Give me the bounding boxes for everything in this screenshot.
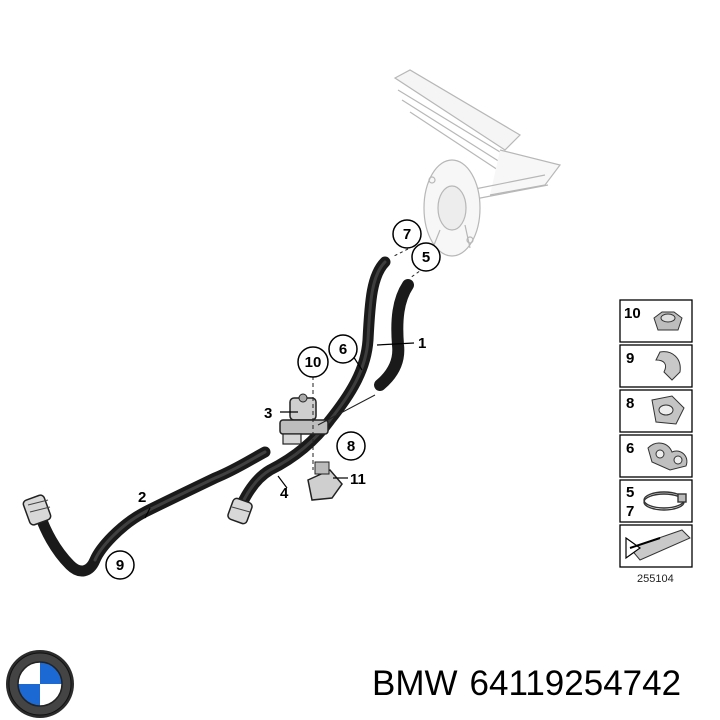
callout-2[interactable]: 2 (138, 489, 146, 506)
legend-row-8[interactable]: 8 (619, 389, 693, 433)
heater-core-outline (393, 69, 562, 257)
callout-6[interactable]: 6 (328, 334, 358, 364)
callout-10[interactable]: 10 (297, 346, 329, 378)
callout-9[interactable]: 9 (105, 550, 135, 580)
part-caption: BMW 64119254742 (372, 664, 681, 704)
callout-3[interactable]: 3 (264, 405, 272, 422)
svg-text:7: 7 (626, 503, 634, 520)
valve-assembly (279, 393, 329, 445)
svg-text:9: 9 (116, 557, 124, 574)
svg-text:7: 7 (403, 226, 411, 243)
svg-text:9: 9 (626, 350, 634, 367)
callout-4[interactable]: 4 (280, 485, 289, 502)
hex-nut-icon (653, 311, 683, 331)
brand-name: BMW (372, 664, 458, 703)
svg-text:6: 6 (339, 341, 347, 358)
double-clip-icon (647, 442, 688, 471)
legend-row-5-7[interactable]: 5 7 (619, 479, 693, 523)
svg-text:8: 8 (626, 395, 634, 412)
hose-clamp-icon (643, 491, 687, 511)
callout-7[interactable]: 7 (392, 219, 422, 249)
part-number: 64119254742 (469, 664, 682, 703)
bmw-logo-icon (6, 650, 74, 718)
hose-holder-icon (655, 351, 681, 381)
callout-5[interactable]: 5 (411, 242, 441, 272)
hose-upper-right (374, 279, 414, 391)
legend-row-6[interactable]: 6 (619, 434, 693, 478)
callout-11[interactable]: 11 (350, 471, 366, 488)
callout-leaders (144, 342, 415, 519)
callout-1[interactable]: 1 (418, 335, 426, 352)
hose-connector-mid (227, 497, 253, 525)
svg-text:10: 10 (305, 354, 322, 371)
legend-row-arrow[interactable] (619, 524, 693, 568)
svg-text:10: 10 (624, 305, 641, 322)
hose-connector-left (22, 494, 52, 526)
svg-text:5: 5 (626, 484, 634, 501)
reference-code: 255104 (637, 573, 674, 585)
bracket-clip-icon (651, 395, 685, 425)
svg-text:8: 8 (347, 438, 355, 455)
legend-row-9[interactable]: 9 (619, 344, 693, 388)
legend-panel: 10 9 8 6 (619, 299, 693, 585)
arrow-plate-icon (625, 529, 691, 561)
callout-8[interactable]: 8 (336, 431, 366, 461)
svg-text:6: 6 (626, 440, 634, 457)
svg-text:5: 5 (422, 249, 430, 266)
legend-row-10[interactable]: 10 (619, 299, 693, 343)
